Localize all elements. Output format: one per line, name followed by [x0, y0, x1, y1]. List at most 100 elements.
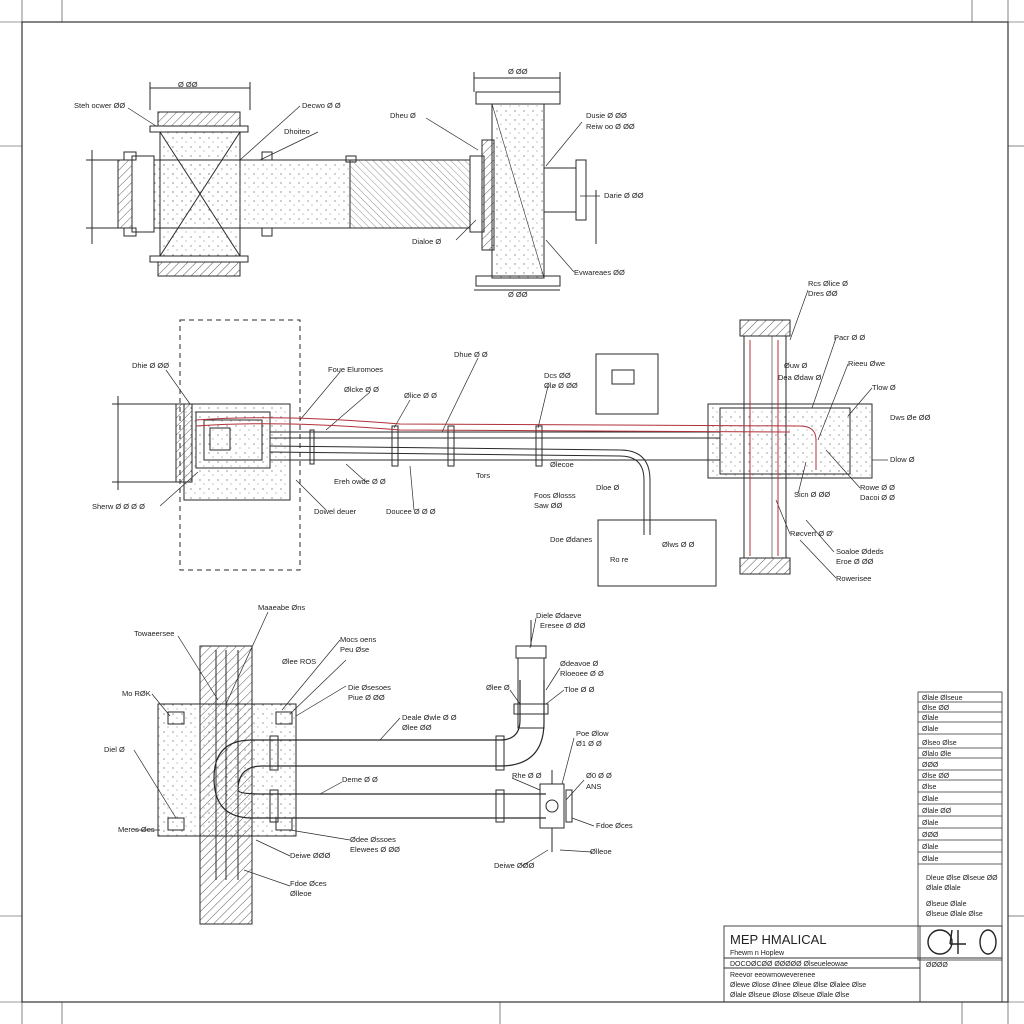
- callout: Diele Ødaeve: [536, 611, 581, 620]
- callout: Doucee Ø Ø Ø: [386, 507, 436, 516]
- title-block-text: MEP HMALICAL Fhewm n Hoplew DOCOØCØØ ØØØ…: [730, 932, 948, 999]
- bottom-extra-labels: Fdoe Øces Ølleoe Deiwe ØØØ: [494, 821, 633, 870]
- table-row: Ølse: [922, 784, 937, 791]
- callout: Ølcke Ø Ø: [344, 385, 379, 394]
- callout: Rcs Ølice Ø: [808, 279, 848, 288]
- callout: Mocs oens: [340, 635, 377, 644]
- top-duct-assembly: [86, 72, 600, 291]
- callout: Dres ØØ: [808, 289, 838, 298]
- callout: Fdoe Øces: [596, 821, 633, 830]
- callout: Dea Ødaw Ø: [778, 373, 822, 382]
- callout: Ølws Ø Ø: [662, 540, 695, 549]
- callout: Rowe Ø Ø: [860, 483, 895, 492]
- table-row: Ølale: [922, 820, 938, 827]
- callout: Ølee ØØ: [402, 723, 432, 732]
- callout: Foos Ølosss: [534, 491, 576, 500]
- table-row: Ølale: [922, 844, 938, 851]
- callout: Ølø Ø ØØ: [544, 381, 578, 390]
- callout: Ro re: [610, 555, 628, 564]
- table-row: Ølale: [922, 796, 938, 803]
- callout: Dialoe Ø: [412, 237, 441, 246]
- callout: Evwareaes ØØ: [574, 268, 625, 277]
- callout: Ølecoe: [550, 460, 574, 469]
- callout: Ødee Øssoes: [350, 835, 396, 844]
- middle-piping-labels: Dhie Ø ØØ Foue Eluromoes Ølcke Ø Ø Ølice…: [92, 279, 931, 583]
- callout: Eresee Ø ØØ: [540, 621, 586, 630]
- callout: Doe Ødanes: [550, 535, 592, 544]
- callout: Øuw Ø: [784, 361, 808, 370]
- callout: Dowel deuer: [314, 507, 357, 516]
- sheet-reference: ØØØØ: [926, 962, 948, 969]
- callout: Diel Ø: [104, 745, 125, 754]
- red-pipe: [195, 417, 817, 470]
- callout: Deiwe ØØØ: [290, 851, 331, 860]
- callout: Towaeersee: [134, 629, 174, 638]
- callout: Dhoiteo: [284, 127, 310, 136]
- callout: Dws Øe ØØ: [890, 413, 931, 422]
- callout: Rowerisee: [836, 574, 871, 583]
- callout: Decwo Ø Ø: [302, 101, 341, 110]
- callout: Tlow Ø: [872, 383, 896, 392]
- callout: Dacoi Ø Ø: [860, 493, 895, 502]
- callout: Pacr Ø Ø: [834, 333, 865, 342]
- title-line: DOCOØCØØ ØØØØØ Ølseueleowae: [730, 961, 848, 968]
- table-row: Ølalo Øle: [922, 751, 951, 758]
- title-line: Ølale Ølseue Ølose Ølseue Ølale Ølse: [730, 992, 850, 999]
- callout: Ølee ROS: [282, 657, 316, 666]
- dim-label: Ø ØØ: [508, 290, 528, 299]
- callout: Ø0 Ø Ø: [586, 771, 612, 780]
- callout: Ølleoe: [290, 889, 312, 898]
- callout: Die Øsesoes: [348, 683, 391, 692]
- callout: Fdoe Øces: [290, 879, 327, 888]
- callout: Elewees Ø ØØ: [350, 845, 400, 854]
- callout: Tloe Ø Ø: [564, 685, 595, 694]
- callout: Dusie Ø ØØ: [586, 111, 627, 120]
- callout: Reiw oo Ø ØØ: [586, 122, 635, 131]
- callout: Dcs ØØ: [544, 371, 571, 380]
- callout: Dhue Ø Ø: [454, 350, 488, 359]
- callout: Deiwe ØØØ: [494, 861, 535, 870]
- red-supply-lines: [195, 340, 817, 556]
- callout: Darie Ø ØØ: [604, 191, 644, 200]
- callout: Tors: [476, 471, 490, 480]
- middle-piping-assembly: [112, 289, 888, 587]
- callout: Røcvert Ø Ø': [790, 529, 834, 538]
- callout: Poe Ølow: [576, 729, 609, 738]
- table-row: ØØØ: [922, 832, 939, 839]
- title-line: Ølewe Ølose Ølnee Øleue Ølse Ølalee Ølse: [730, 982, 866, 989]
- top-duct-labels: Ø ØØ Ø ØØ Ø ØØ Steh ocwer ØØ Decwo Ø Ø D…: [74, 67, 644, 299]
- dim-label: Ø ØØ: [178, 80, 198, 89]
- table-note: Dleue Ølse Ølseue ØØ: [926, 875, 998, 882]
- callout: Ølee Ø: [486, 683, 510, 692]
- table-row: Ølale ØØ: [922, 808, 952, 815]
- revision-table-text: Ølale Ølseue Ølse ØØ Ølale Ølale Ølseo Ø…: [922, 695, 998, 918]
- drawing-title: MEP HMALICAL: [730, 932, 827, 947]
- table-row: Ølale Ølseue: [922, 695, 963, 702]
- callout: Deme Ø Ø: [342, 775, 378, 784]
- table-row: Ølseo Ølse: [922, 740, 957, 747]
- table-row: Ølale: [922, 856, 938, 863]
- table-row: Ølse ØØ: [922, 773, 950, 780]
- callout: Sherw Ø Ø Ø Ø: [92, 502, 145, 511]
- table-note: Ølale Ølale: [926, 885, 961, 892]
- callout: Deale Øwle Ø Ø: [402, 713, 457, 722]
- title-line: Reevor eeowmoweverenee: [730, 972, 815, 979]
- callout: Maaeabe Øns: [258, 603, 305, 612]
- callout: Ølleoe: [590, 847, 612, 856]
- table-row: Ølale: [922, 715, 938, 722]
- sheet-number-logo: [927, 929, 997, 955]
- callout: ANS: [586, 782, 601, 791]
- callout: Ødeavoe Ø: [560, 659, 599, 668]
- callout: Dheu Ø: [390, 111, 416, 120]
- table-note: Ølseue Ølale: [926, 901, 967, 908]
- callout: Ø1 Ø Ø: [576, 739, 602, 748]
- table-row: Ølse ØØ: [922, 705, 950, 712]
- callout: Peu Øse: [340, 645, 369, 654]
- callout: Piue Ø ØØ: [348, 693, 385, 702]
- title-block: [723, 925, 1003, 1003]
- callout: Meres Øes: [118, 825, 155, 834]
- callout: Saw ØØ: [534, 501, 563, 510]
- callout: Eroe Ø ØØ: [836, 557, 874, 566]
- callout: Rhe Ø Ø: [512, 771, 542, 780]
